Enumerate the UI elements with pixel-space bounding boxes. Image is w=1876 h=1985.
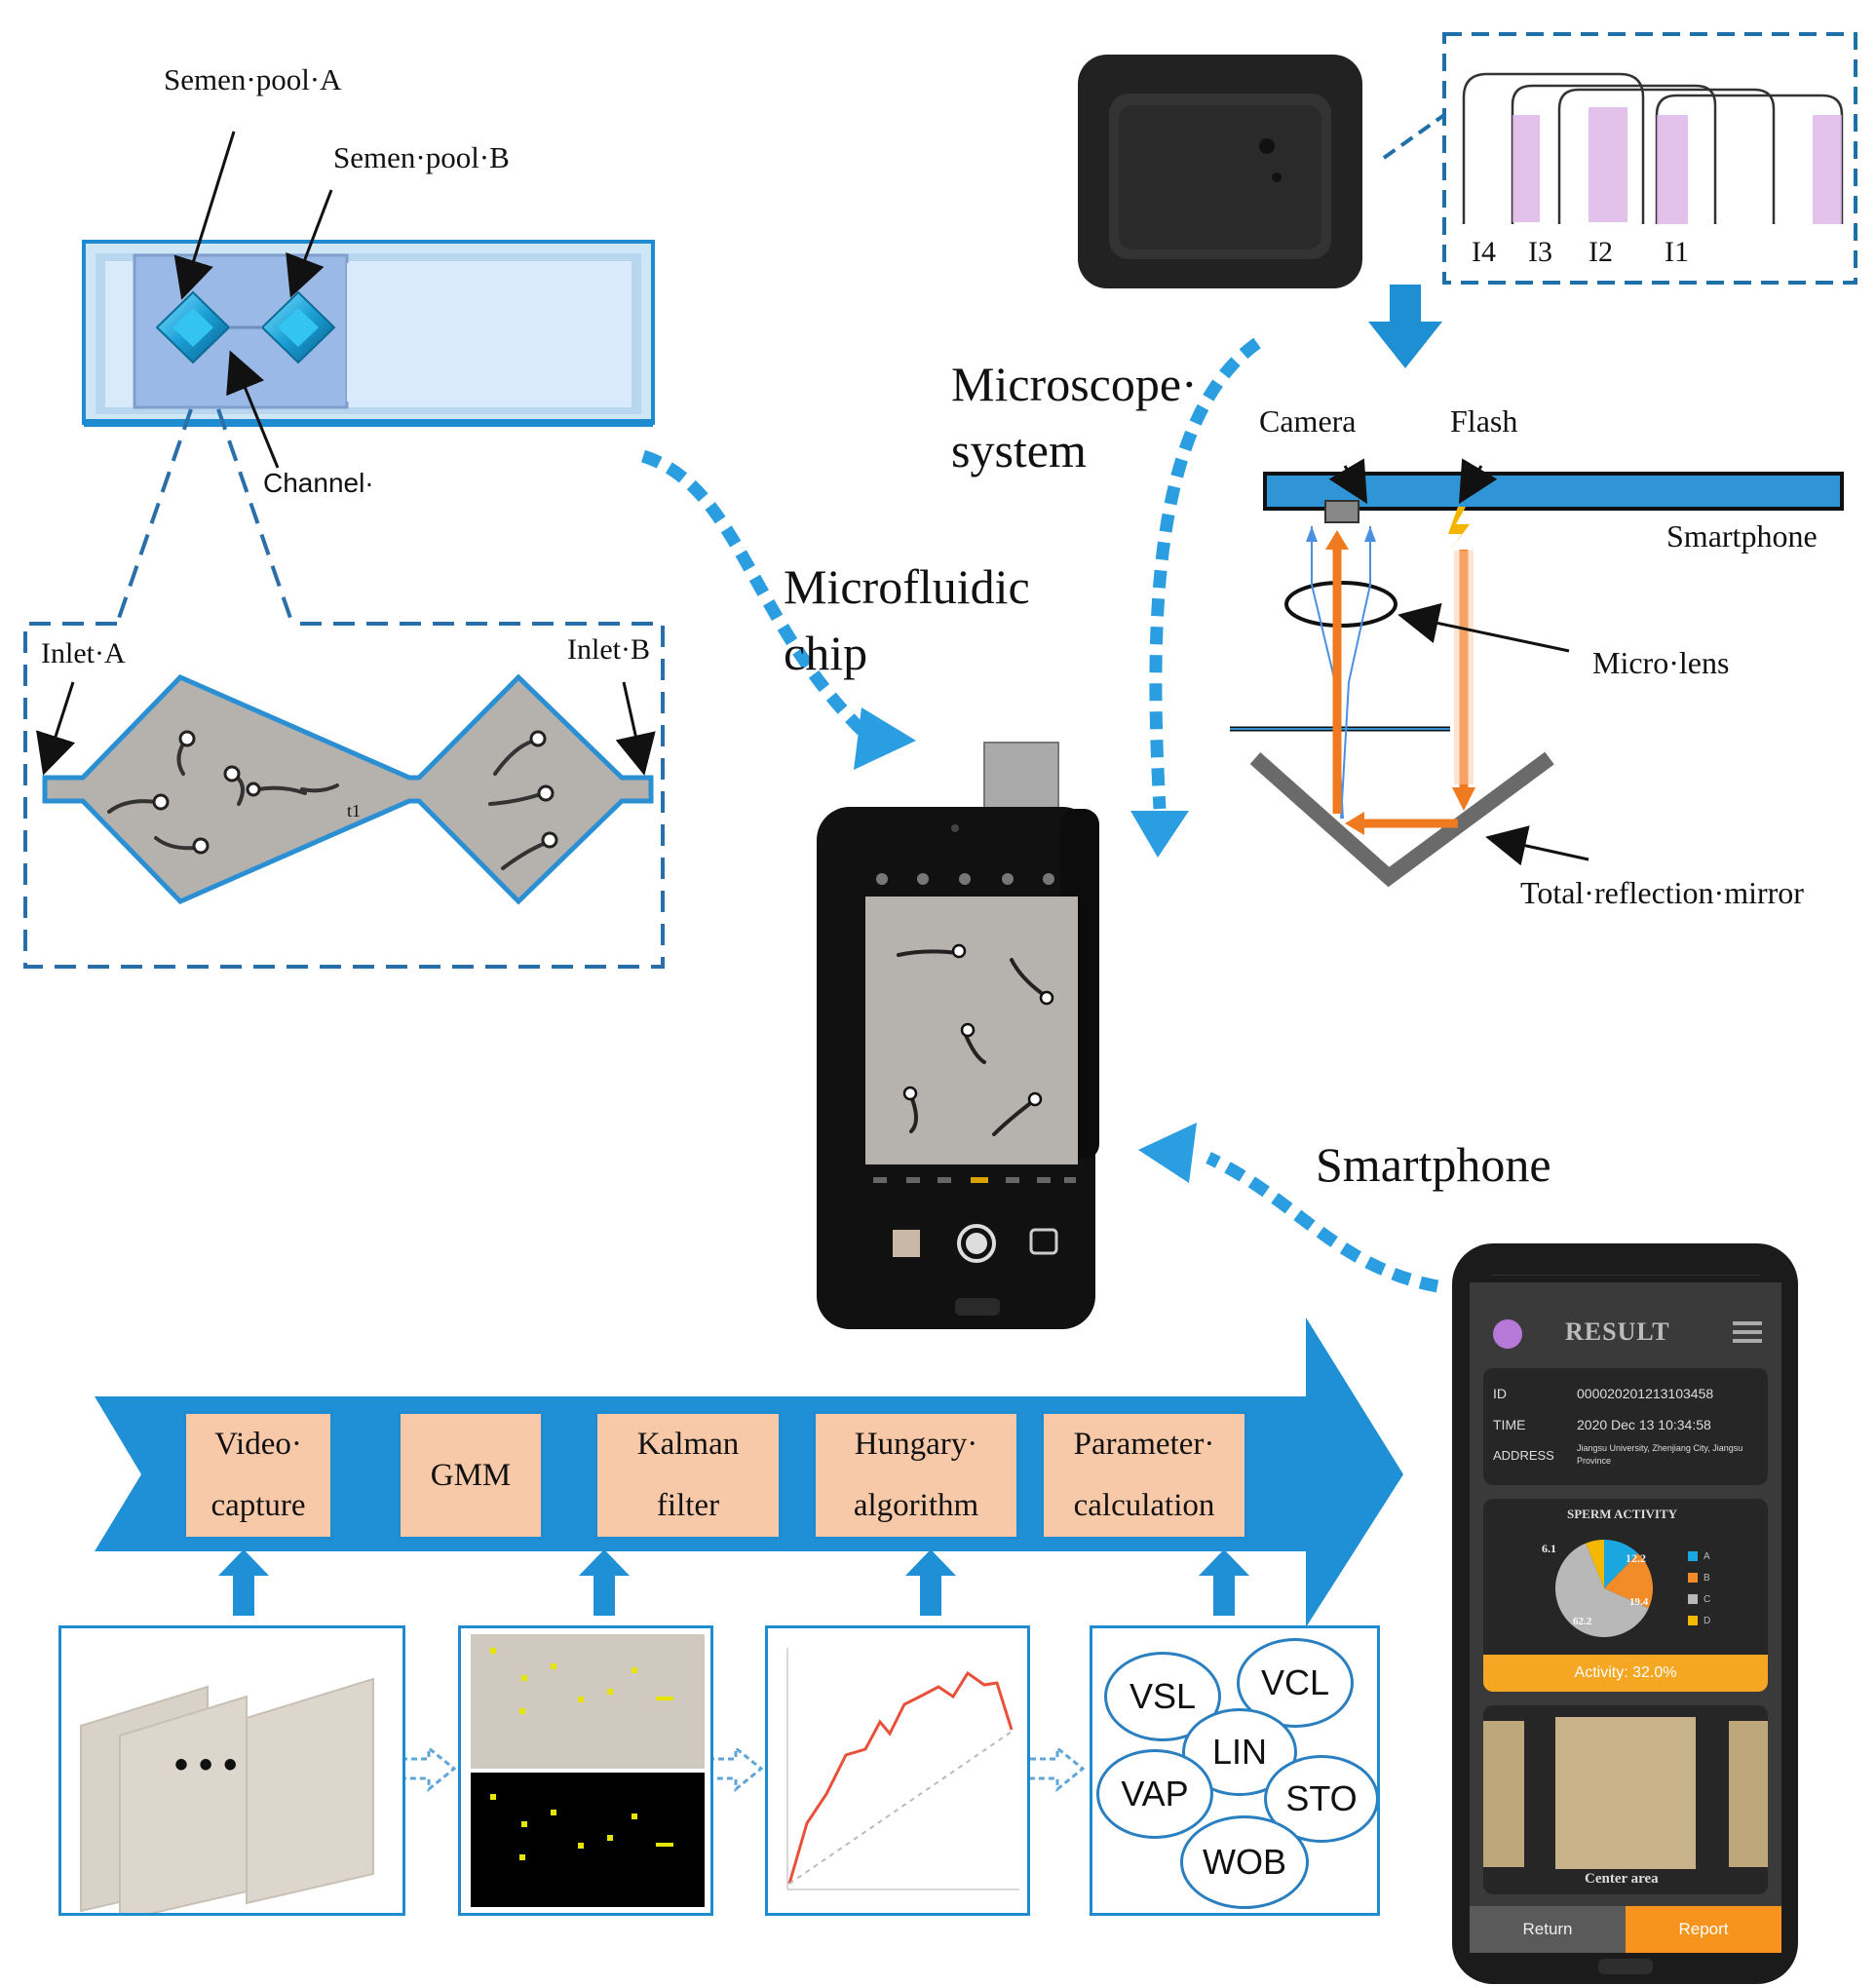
activity-bar: Activity: 32.0% [1483,1655,1768,1692]
microfluidic-chip-drawing [82,240,655,427]
video-frames-panel: • • • [58,1625,405,1916]
activity-title: SPERM ACTIVITY [1567,1507,1678,1521]
step-gmm-line-1: GMM [430,1457,512,1493]
step-parameter-line-1: Parameter· [1073,1427,1215,1462]
microscope-system-label: Microscope· system [951,351,1198,483]
param-wob: WOB [1180,1815,1309,1909]
step-parameter-calculation: Parameter· calculation [1041,1411,1247,1540]
address-value: Jiangsu University, Zhenjiang City, Jian… [1577,1443,1743,1466]
pie-label-b: 19.4 [1629,1596,1649,1608]
inlet-a-label: Inlet·A [41,637,126,669]
address-label: ADDRESS [1493,1448,1554,1463]
report-button[interactable]: Report [1626,1906,1781,1953]
status-bar [1491,1261,1759,1276]
id-label: ID [1493,1386,1507,1401]
center-area-label: Center area [1585,1871,1659,1887]
microfluidic-chip-line-2: chip [784,626,868,680]
microscope-system-line-2: system [951,423,1087,477]
legend-swatch-c [1688,1594,1698,1604]
pie-label-c: 62.2 [1573,1616,1592,1627]
return-button-label: Return [1522,1920,1573,1938]
lens-holder-parts [1462,72,1844,224]
legend-c: C [1704,1594,1711,1605]
image-left-strip [1483,1721,1524,1867]
center-area-card: Center area [1483,1705,1768,1894]
svg-text:t1: t1 [347,801,361,821]
parameters-panel: VSL VCL LIN VAP STO WOB [1090,1625,1380,1916]
legend-b: B [1704,1573,1710,1584]
activity-text: Activity: 32.0% [1574,1664,1677,1681]
semen-pool-a-label: Semen·pool·A [164,62,342,96]
pie-label-a: 12.2 [1626,1551,1646,1565]
step-kalman-line-2: filter [656,1488,720,1523]
lens-holder-i4: I4 [1472,236,1496,268]
trajectory-plot-drawing [786,1648,1019,1890]
camera-label: Camera [1259,403,1357,439]
legend-a: A [1704,1551,1710,1562]
microfluidic-chip-label: Microfluidic chip [784,554,1030,686]
menu-icon[interactable] [1733,1321,1762,1343]
param-sto: STO [1264,1755,1377,1843]
step-video-capture-line-2: capture [211,1488,306,1523]
center-area-image [1555,1717,1696,1869]
trajectory-plot-panel [765,1625,1030,1916]
step-kalman-filter: Kalman filter [594,1411,782,1540]
image-right-strip [1729,1721,1768,1867]
app-header-title: RESULT [1565,1317,1670,1346]
pie-slice-b [1604,1553,1653,1609]
info-card: ID 000020201213103458 TIME 2020 Dec 13 1… [1483,1368,1768,1485]
channel-detail-drawing: t1 [42,673,654,905]
step-hungary-line-1: Hungary· [854,1427,978,1462]
video-frames-drawing [80,1677,374,1913]
result-app-phone: RESULT ID 000020201213103458 TIME 2020 D… [1452,1243,1798,1984]
gmm-images-drawing [471,1634,705,1907]
step-gmm: GMM [398,1411,544,1540]
id-value: 000020201213103458 [1577,1386,1714,1401]
microscope-system-line-1: Microscope· [951,357,1198,411]
channel-label: Channel· [263,468,374,498]
legend-swatch-b [1688,1573,1698,1583]
legend-swatch-a [1688,1551,1698,1561]
legend-d: D [1704,1616,1711,1626]
app-avatar[interactable] [1493,1319,1522,1349]
activity-card: SPERM ACTIVITY A B C D 6.1 12.2 19.4 62.… [1483,1499,1768,1692]
legend-swatch-d [1688,1616,1698,1625]
frames-ellipsis: • • • [174,1743,238,1786]
lens-holder-box [1078,55,1362,288]
activity-pie-chart [1555,1540,1698,1637]
step-parameter-line-2: calculation [1073,1488,1215,1523]
pie-slice-c [1555,1543,1649,1637]
micro-lens-label: Micro·lens [1592,645,1730,680]
total-reflection-mirror-label: Total·reflection·mirror [1520,875,1804,910]
pie-slice-a [1604,1540,1638,1588]
home-button[interactable] [1598,1959,1653,1974]
pie-label-d: 6.1 [1542,1542,1556,1555]
time-value: 2020 Dec 13 10:34:58 [1577,1417,1711,1432]
lens-holder-i2: I2 [1589,236,1613,268]
step-kalman-line-1: Kalman [636,1427,740,1462]
pie-slice-d [1586,1540,1604,1588]
smartphone-label: Smartphone [1316,1137,1551,1192]
gmm-images-panel [458,1625,713,1916]
time-label: TIME [1493,1417,1526,1432]
lens-holder-i1: I1 [1665,236,1689,268]
flash-label: Flash [1450,403,1518,439]
down-arrow [1368,285,1442,368]
param-vsl: VSL [1104,1652,1221,1741]
microfluidic-chip-line-1: Microfluidic [784,559,1030,614]
report-button-label: Report [1678,1920,1729,1938]
param-vap: VAP [1096,1749,1213,1839]
inlet-b-label: Inlet·B [567,633,650,666]
step-hungary-algorithm: Hungary· algorithm [813,1411,1019,1540]
smartphone-optics-label: Smartphone [1666,518,1818,554]
step-video-capture: Video· capture [183,1411,333,1540]
lens-holder-i3: I3 [1528,236,1552,268]
smartphone-center [817,742,1099,1329]
step-hungary-line-2: algorithm [853,1488,979,1523]
return-button[interactable]: Return [1470,1906,1626,1953]
app-screen: RESULT ID 000020201213103458 TIME 2020 D… [1470,1282,1781,1953]
semen-pool-b-label: Semen·pool·B [333,140,510,174]
step-video-capture-line-1: Video· [214,1427,302,1462]
